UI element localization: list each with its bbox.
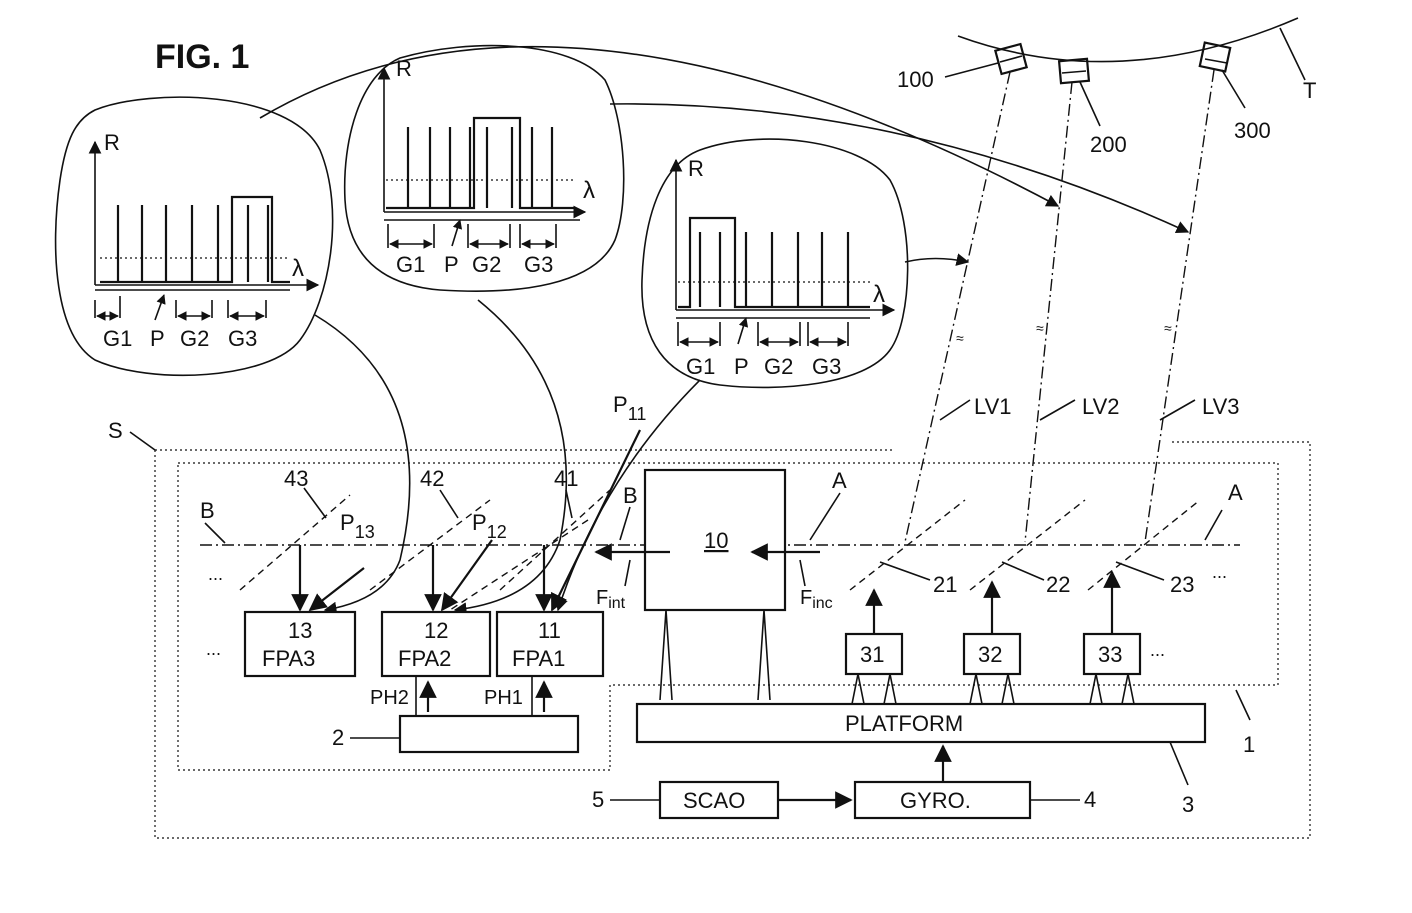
fpa1-name: FPA1 (512, 646, 565, 671)
lv1-label: LV1 (974, 394, 1012, 419)
svg-text:≈: ≈ (1164, 320, 1172, 336)
satellite-200-label: 200 (1090, 132, 1127, 157)
axis-lambda-label: λ (583, 177, 595, 204)
spectrum-bubble-1: R λ G1 P G2 G3 (56, 97, 333, 375)
f-inc-label: Finc (800, 587, 833, 612)
actuator-33: 33 (1084, 572, 1140, 704)
detector-fpa2: 12 FPA2 (382, 612, 490, 676)
g1-label: G1 (103, 326, 132, 351)
orbit-label: T (1303, 78, 1316, 103)
ellipsis-left: ... (208, 564, 223, 584)
axis-a-right-label: A (1228, 480, 1243, 505)
filter-43-label: 43 (284, 466, 308, 491)
g1-label: G1 (686, 354, 715, 379)
ref5-label: 5 (592, 787, 604, 812)
filter-41 (500, 490, 610, 590)
figure-title: FIG. 1 (155, 38, 249, 76)
system-label: S (108, 418, 123, 443)
satellite-300-label: 300 (1234, 118, 1271, 143)
ref4-label: 4 (1084, 787, 1096, 812)
axis-a-label: A (832, 468, 847, 493)
telescope-label: 10 (704, 528, 728, 553)
ph2-label: PH2 (370, 687, 409, 709)
fpa3-name: FPA3 (262, 646, 315, 671)
p-label: P (150, 326, 165, 351)
detector-fpa1: 11 FPA1 (497, 612, 603, 676)
svg-text:≈: ≈ (956, 330, 964, 346)
g1-label: G1 (396, 252, 425, 277)
filter-21-label: 21 (933, 572, 957, 597)
gyro-label: GYRO. (900, 788, 971, 813)
axis-r-label: R (688, 156, 704, 181)
svg-text:32: 32 (978, 642, 1002, 667)
fpa2-name: FPA2 (398, 646, 451, 671)
ellipsis-right: ... (1212, 562, 1227, 582)
filter-43 (240, 495, 350, 590)
p-label: P (444, 252, 459, 277)
f-int-label: Fint (596, 587, 626, 612)
g3-label: G3 (228, 326, 257, 351)
lv2-label: LV2 (1082, 394, 1120, 419)
ellipsis-actuators: ... (1150, 640, 1165, 660)
ref1-label: 1 (1243, 732, 1255, 757)
processing-unit-2 (400, 716, 578, 752)
filter-23-label: 23 (1170, 572, 1194, 597)
p11-label: P11 (613, 392, 646, 424)
ph1-label: PH1 (484, 687, 523, 709)
axis-lambda-label: λ (292, 255, 304, 282)
g3-label: G3 (524, 252, 553, 277)
axis-r-label: R (396, 56, 412, 81)
filter-22-label: 22 (1046, 572, 1070, 597)
g2-label: G2 (764, 354, 793, 379)
axis-lambda-label: λ (873, 281, 885, 308)
satellite-100-label: 100 (897, 67, 934, 92)
actuator-31: 31 (846, 590, 902, 704)
g2-label: G2 (472, 252, 501, 277)
filter-42-label: 42 (420, 466, 444, 491)
scao-label: SCAO (683, 788, 745, 813)
g2-label: G2 (180, 326, 209, 351)
fpa3-number: 13 (288, 618, 312, 643)
ref3-label: 3 (1182, 792, 1194, 817)
spectrum-bubble-3: R λ G1 P G2 G3 (642, 139, 908, 387)
orbit-arc (958, 18, 1298, 62)
p12-label: P12 (472, 510, 507, 542)
ref2-label: 2 (332, 725, 344, 750)
fpa2-number: 12 (424, 618, 448, 643)
line-of-sight-3 (1145, 70, 1214, 542)
spectrum-bubble-2: R λ G1 P G2 G3 (345, 46, 624, 292)
connector-bubble1-los2 (260, 47, 1058, 206)
telescope-supports (660, 610, 770, 700)
axis-b-left-label: B (200, 498, 215, 523)
axis-r-label: R (104, 130, 120, 155)
orbit-leader (1280, 28, 1305, 80)
connector-bubble3-los1 (905, 259, 968, 263)
p13-label: P13 (340, 510, 375, 542)
ellipsis-detectors: ... (206, 639, 221, 659)
line-of-sight-1 (905, 72, 1010, 542)
platform-label: PLATFORM (845, 711, 963, 736)
lv3-label: LV3 (1202, 394, 1240, 419)
actuator-32: 32 (964, 582, 1020, 704)
p-label: P (734, 354, 749, 379)
axis-b-mid-label: B (623, 483, 638, 508)
svg-text:33: 33 (1098, 642, 1122, 667)
detector-fpa3: 13 FPA3 (245, 612, 355, 676)
svg-text:≈: ≈ (1036, 320, 1044, 336)
fpa1-number: 11 (538, 618, 561, 643)
svg-text:31: 31 (860, 642, 884, 667)
g3-label: G3 (812, 354, 841, 379)
line-of-sight-2 (1025, 82, 1072, 542)
